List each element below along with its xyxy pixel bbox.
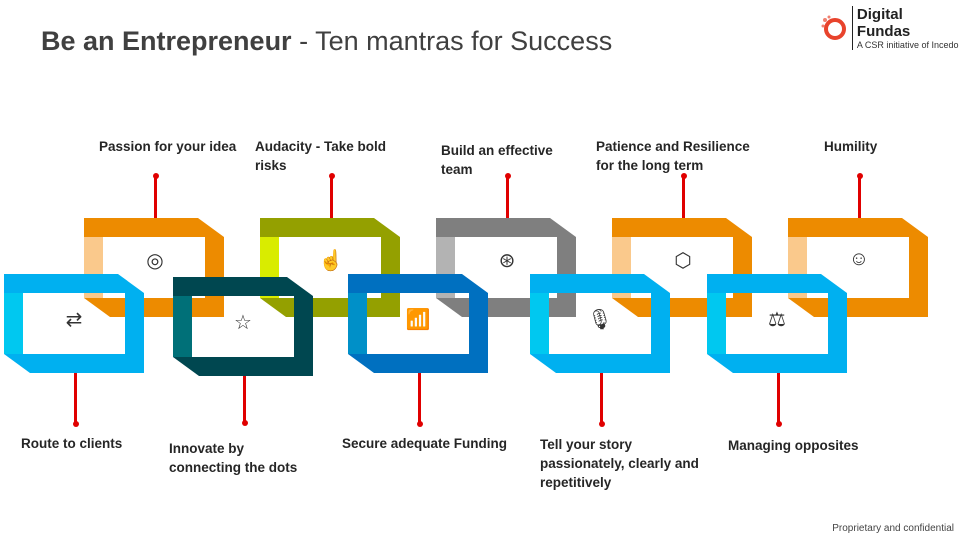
venn-heart-icon: ⊛ — [498, 250, 516, 272]
logo-tagline: A CSR initiative of Incedo — [856, 40, 959, 50]
chain-frame-bottom-1 — [173, 277, 313, 376]
mantra-label: Tell your story passionately, clearly an… — [540, 437, 699, 490]
microphone-icon: 🎙 — [587, 309, 613, 331]
head-chip-icon: ☺ — [848, 248, 870, 270]
star-diamond-icon: ☆ — [234, 312, 252, 334]
mantra-label: Managing opposites — [728, 438, 859, 453]
connector-line — [600, 373, 603, 423]
hand-tap-icon: ☝ — [318, 250, 344, 272]
connector-line — [418, 373, 421, 423]
connector-dot — [241, 420, 248, 426]
chain-frame-bottom-0 — [4, 274, 144, 373]
connector-dot — [680, 173, 687, 179]
connector-line — [243, 376, 246, 422]
logo-swirl-icon — [821, 15, 846, 40]
mantra-label: Humility — [824, 139, 878, 154]
mantra-label: Innovate by connecting the dots — [169, 441, 298, 475]
page-title: Be an Entrepreneur - Ten mantras for Suc… — [41, 26, 613, 56]
connector-dot — [856, 173, 863, 179]
bar-chart-growth-icon: 📶 — [405, 309, 431, 331]
connector-line — [154, 176, 157, 218]
connector-line — [777, 373, 780, 423]
user-exchange-icon: ⇄ — [65, 309, 83, 331]
mantra-label: Passion for your idea — [99, 139, 237, 154]
chain-frame-bottom-2 — [348, 274, 488, 373]
mantra-label: Patience and Resilience for the long ter… — [596, 139, 750, 173]
connector-dot — [152, 173, 159, 179]
chain-frame-bottom-3 — [530, 274, 670, 373]
mantra-label: Route to clients — [21, 436, 123, 451]
connector-line — [858, 176, 861, 218]
connector-dot — [328, 173, 335, 179]
connector-line — [682, 176, 685, 218]
connector-dot — [504, 173, 511, 179]
connector-dot — [416, 421, 423, 427]
logo-name: Digital Fundas — [856, 6, 911, 40]
balance-seesaw-icon: ⚖ — [768, 309, 786, 331]
connector-dot — [775, 421, 782, 427]
mantra-label: Build an effective team — [441, 143, 553, 177]
connector-dot — [72, 421, 79, 427]
cube-gear-icon: ⬡ — [674, 250, 692, 272]
connector-line — [74, 373, 77, 423]
people-network-icon: ◎ — [146, 250, 164, 272]
mantra-label: Audacity - Take bold risks — [255, 139, 387, 173]
chain-frame-bottom-4 — [707, 274, 847, 373]
footer-text: Proprietary and confidential — [832, 523, 954, 534]
connector-dot — [598, 421, 605, 427]
mantra-label: Secure adequate Funding — [342, 436, 508, 451]
connector-line — [330, 176, 333, 218]
connector-line — [506, 176, 509, 218]
